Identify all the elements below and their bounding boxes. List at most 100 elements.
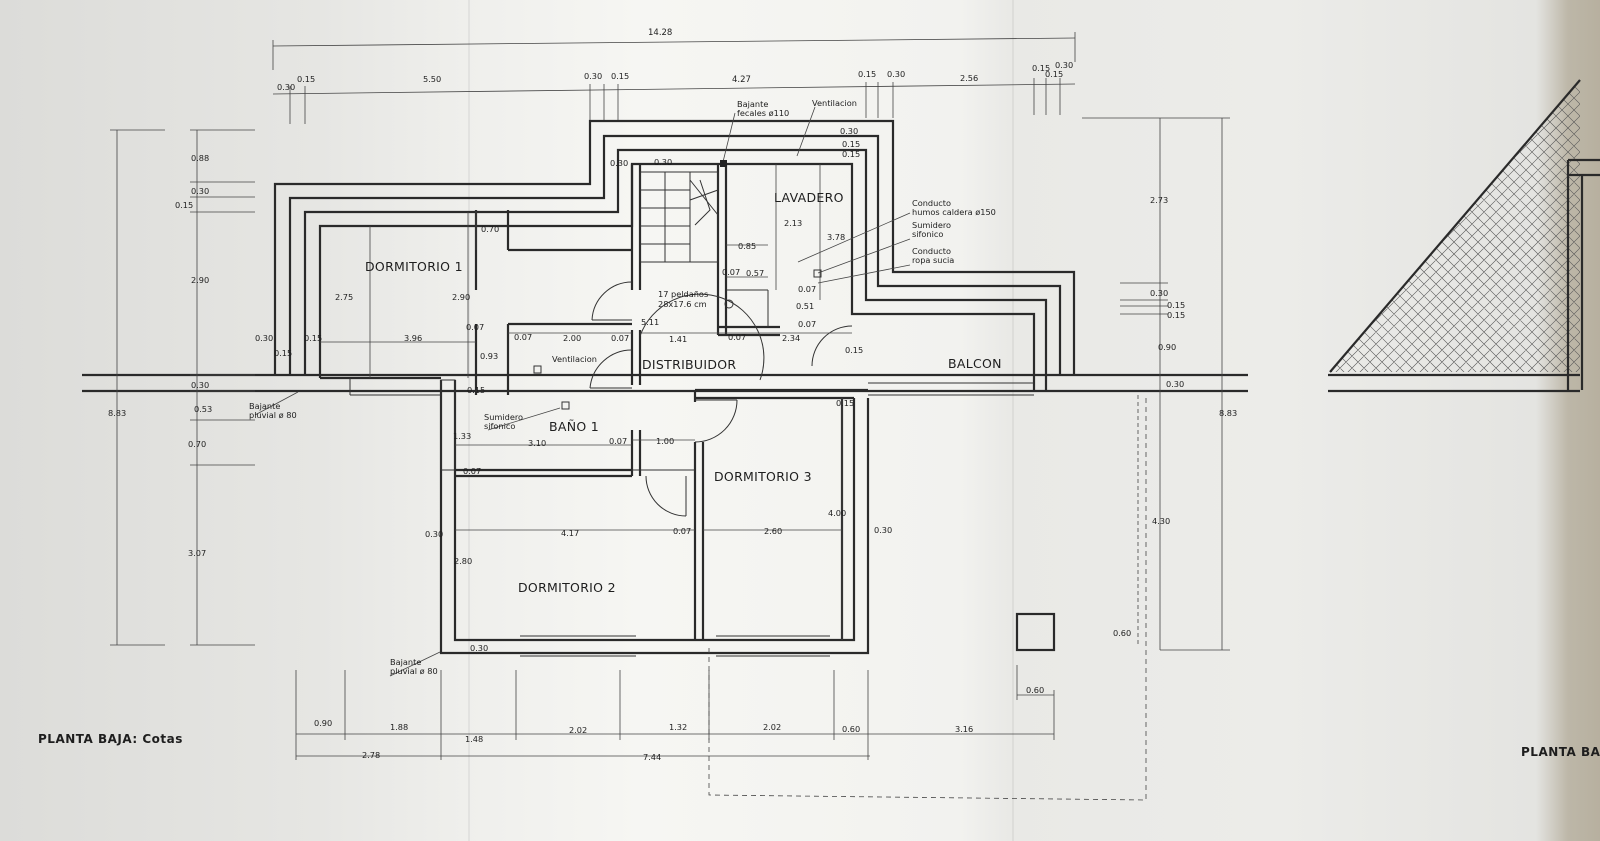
- dim-label: 0.30: [654, 157, 672, 167]
- dim-label: 0.15: [1167, 310, 1185, 320]
- dim-label: 1.88: [390, 722, 408, 732]
- room-labels: DORMITORIO 1 DORMITORIO 2 DORMITORIO 3 B…: [365, 190, 1002, 595]
- dim-label: 1.00: [656, 436, 674, 446]
- paper-fold: [1012, 0, 1014, 841]
- dim-label: 0.53: [194, 404, 212, 414]
- dim-label: 4.30: [1152, 516, 1170, 526]
- dim-label: 0.07: [728, 332, 746, 342]
- dim-label: 14.28: [648, 28, 672, 38]
- dim-label: 0.07: [722, 267, 740, 277]
- dim-label: 0.15: [1032, 63, 1050, 73]
- dim-label: 0.07: [609, 436, 627, 446]
- dim-label: 3.10: [528, 438, 546, 448]
- interior-walls: [320, 164, 1056, 657]
- dim-label: 8.83: [1219, 408, 1237, 418]
- dim-label: 0.60: [1026, 685, 1044, 695]
- dim-label: 8.83: [108, 408, 126, 418]
- dim-label: 0.07: [798, 284, 816, 294]
- note-sumidero-sifonico: Sumidero: [912, 220, 951, 230]
- dim-label: 0.15: [1045, 69, 1063, 79]
- plan-title-cut: PLANTA BA: [1521, 745, 1600, 759]
- dim-label: 2.90: [191, 275, 209, 285]
- dim-label: 0.30: [874, 525, 892, 535]
- dim-label: 0.15: [274, 348, 292, 358]
- dim-label: 0.60: [842, 724, 860, 734]
- note-bajante-fecales: fecales ø110: [737, 108, 789, 118]
- dim-label: 0.30: [425, 529, 443, 539]
- dim-label: 2.56: [960, 73, 978, 83]
- dim-label: 0.15: [1167, 300, 1185, 310]
- dim-label: 2.00: [563, 333, 581, 343]
- dim-label: 0.30: [277, 82, 295, 92]
- dim-label: 3.96: [404, 333, 422, 343]
- dim-label: 1.48: [465, 734, 483, 744]
- dim-label: 1.32: [669, 722, 687, 732]
- dim-label: 0.85: [738, 241, 756, 251]
- room-label-lavadero: LAVADERO: [774, 190, 844, 205]
- dim-label: 0.15: [297, 74, 315, 84]
- room-label-balcon: BALCON: [948, 356, 1002, 371]
- dim-label: 0.07: [673, 526, 691, 536]
- dim-label: 2.02: [569, 725, 587, 735]
- dim-label: 3.78: [827, 232, 845, 242]
- dim-label: 0.90: [1158, 342, 1176, 352]
- dim-label: 0.30: [584, 71, 602, 81]
- note-conducto-ropa: Conducto: [912, 246, 951, 256]
- dim-label: 0.07: [798, 319, 816, 329]
- door-swings: [589, 281, 853, 517]
- dim-label: 0.30: [191, 380, 209, 390]
- dim-label: 0.15: [858, 69, 876, 79]
- note-ventilacion: Ventilacion: [812, 98, 857, 108]
- dim-label: 0.15: [175, 200, 193, 210]
- dim-label: 3.16: [955, 724, 973, 734]
- dim-label: 0.07: [463, 466, 481, 476]
- note-bajante-pluvial: pluvial ø 80: [390, 666, 438, 676]
- dim-label: 4.00: [828, 508, 846, 518]
- room-label-dormitorio-3: DORMITORIO 3: [714, 469, 812, 484]
- ground-lines: [82, 373, 1580, 393]
- dim-label: 0.90: [314, 718, 332, 728]
- staircase: [639, 171, 719, 263]
- dim-label: 0.30: [610, 158, 628, 168]
- dim-label: 2.80: [454, 556, 472, 566]
- dim-label: 0.57: [746, 268, 764, 278]
- dim-label: 1.33: [453, 431, 471, 441]
- room-label-dormitorio-2: DORMITORIO 2: [518, 580, 616, 595]
- dim-label: 4.27: [732, 75, 751, 85]
- dim-label: 2.02: [763, 722, 781, 732]
- note-bajante-fecales: Bajante: [737, 99, 768, 109]
- dim-label: 7.44: [643, 752, 661, 762]
- dim-label: 0.70: [481, 224, 499, 234]
- dim-label: 0.15: [611, 71, 629, 81]
- dim-label: 0.70: [188, 439, 206, 449]
- dim-label: 2.73: [1150, 195, 1168, 205]
- dim-label: 2.13: [784, 218, 802, 228]
- note-sumidero-bano: sifonico: [484, 421, 515, 431]
- note-ventilacion-bano: Ventilacion: [552, 354, 597, 364]
- dim-label: 0.93: [480, 351, 498, 361]
- dim-label: 0.30: [1150, 288, 1168, 298]
- note-bajante-pluvial: Bajante: [249, 401, 280, 411]
- note-bajante-pluvial: pluvial ø 80: [249, 410, 297, 420]
- dim-label: 2.60: [764, 526, 782, 536]
- dim-label: 1.41: [669, 334, 687, 344]
- dim-label: 5.50: [423, 74, 441, 84]
- annotation-notes: Bajante fecales ø110 Ventilacion Conduct…: [249, 98, 996, 676]
- dim-label: 0.51: [796, 301, 814, 311]
- dim-label: 0.30: [840, 126, 858, 136]
- dim-label: 0.15: [836, 398, 854, 408]
- roof-hatch: [1329, 79, 1600, 390]
- dim-label: 0.60: [1113, 628, 1131, 638]
- exterior-walls: [273, 119, 1076, 655]
- dimension-labels: 14.28 0.30 0.15 5.50 0.30 0.15 4.27 0.15…: [108, 28, 1237, 762]
- dim-label: 0.30: [191, 186, 209, 196]
- dim-label: 0.30: [1166, 379, 1184, 389]
- plan-title: PLANTA BAJA: Cotas: [38, 732, 183, 746]
- dim-label: 0.07: [514, 332, 532, 342]
- dim-label: 0.15: [304, 333, 322, 343]
- paper-fold: [468, 0, 470, 841]
- dim-label: 0.30: [887, 69, 905, 79]
- dim-label: 3.07: [188, 548, 206, 558]
